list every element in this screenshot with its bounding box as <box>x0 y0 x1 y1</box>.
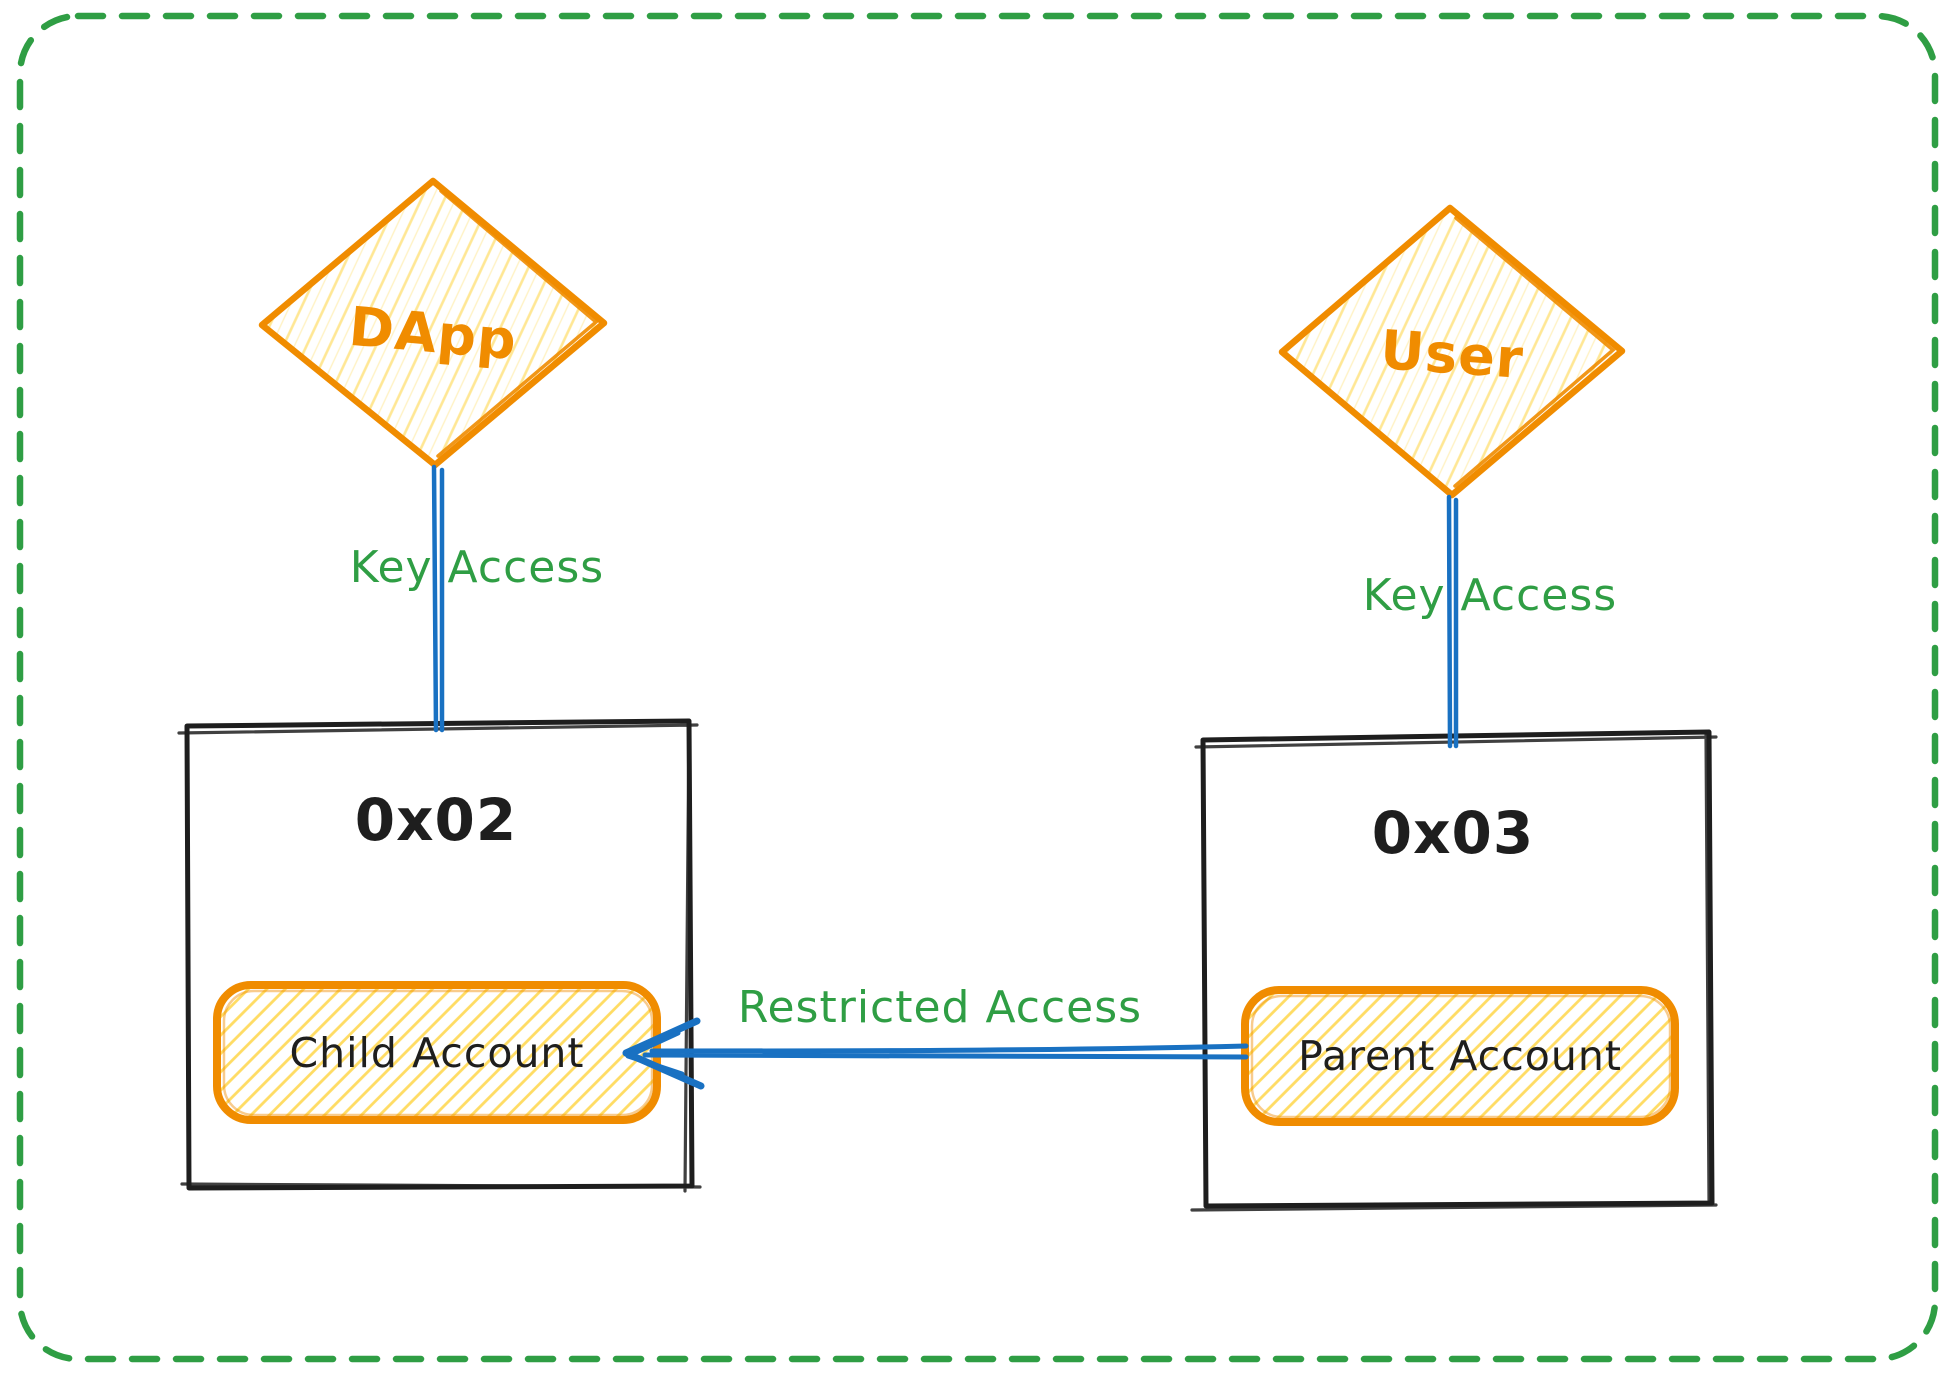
restricted-access-arrowhead <box>622 1017 705 1090</box>
dapp-label: DApp <box>347 295 520 372</box>
dapp-diamond-sketch <box>436 189 599 458</box>
parent-account-label: Parent Account <box>1298 1032 1622 1080</box>
edge-restricted-access: Restricted Access <box>622 982 1249 1090</box>
parent-account-pill-sketch <box>1250 994 1672 1119</box>
child-account-pill-fill <box>217 985 657 1120</box>
address-box-parent-outline <box>1200 729 1715 1209</box>
child-account-label: Child Account <box>290 1029 585 1077</box>
user-diamond-sketch <box>1453 216 1616 488</box>
address-box-child: 0x02 <box>177 718 702 1193</box>
user-diamond: User <box>1278 204 1626 499</box>
user-label: User <box>1378 318 1525 391</box>
address-box-parent-title: 0x03 <box>1372 799 1534 867</box>
dashed-frame-border <box>16 12 1939 1363</box>
address-box-parent: 0x03 <box>1190 729 1718 1212</box>
user-diamond-outline <box>1278 204 1626 499</box>
restricted-access-arrowhead-sketch <box>625 1030 685 1077</box>
dapp-diamond: DApp <box>258 177 608 469</box>
parent-account-pill: Parent Account <box>1241 986 1679 1126</box>
edge-dapp-key-access: Key Access <box>350 464 604 733</box>
address-box-child-title: 0x02 <box>355 786 517 854</box>
edge-dapp-key-access-line <box>431 464 445 733</box>
edge-user-key-access-label: Key Access <box>1363 570 1617 621</box>
restricted-access-label: Restricted Access <box>738 982 1142 1033</box>
child-account-pill: Child Account <box>213 981 661 1124</box>
restricted-access-shaft <box>642 1043 1249 1060</box>
edge-user-key-access-line <box>1446 494 1459 749</box>
parent-account-pill-fill <box>1245 990 1675 1122</box>
edge-dapp-key-access-label: Key Access <box>350 542 604 593</box>
edge-user-key-access: Key Access <box>1363 494 1617 749</box>
